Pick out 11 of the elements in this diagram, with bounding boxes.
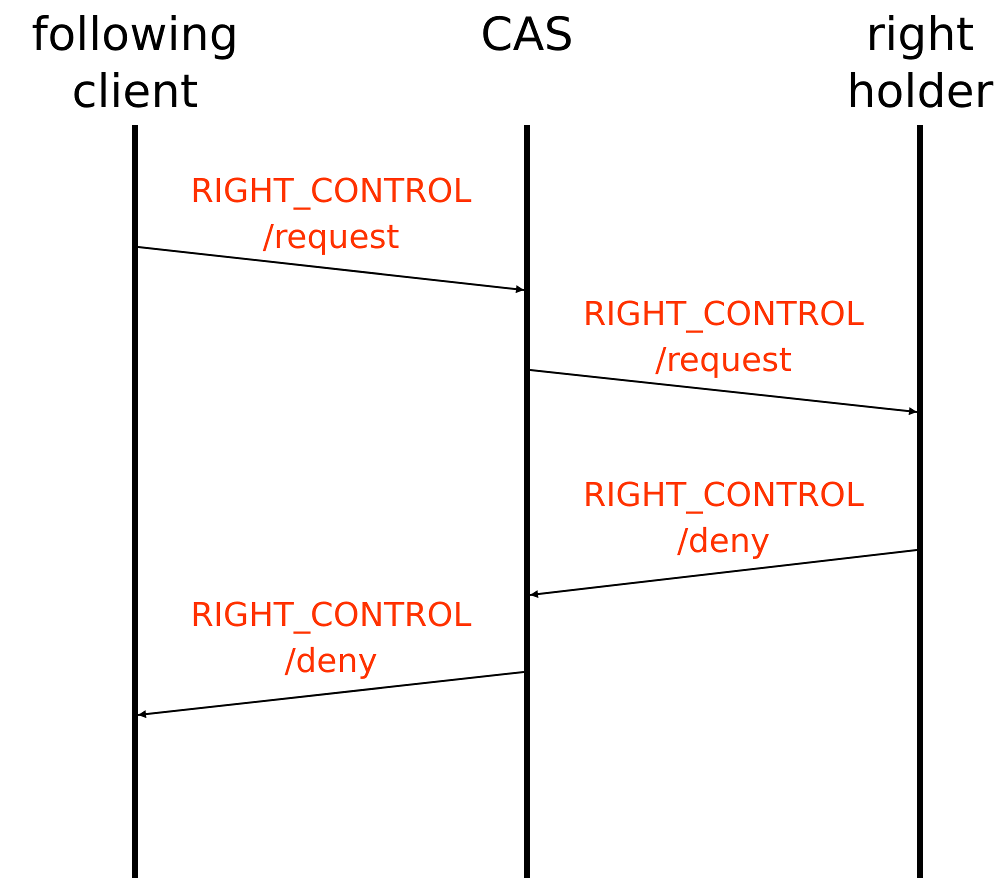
message-arrow: [530, 549, 918, 598]
participant-name: right holder: [846, 6, 994, 120]
message-arrow: [530, 369, 918, 416]
message-label: RIGHT_CONTROL /request: [190, 170, 472, 258]
message-label: RIGHT_CONTROL /request: [582, 293, 865, 381]
participant-name: CAS: [480, 6, 574, 63]
message-label: RIGHT_CONTROL /deny: [582, 474, 865, 562]
message-arrow: [138, 246, 524, 294]
message-label: RIGHT_CONTROL /deny: [190, 594, 472, 682]
message-arrow: [138, 671, 524, 718]
participant-name: following client: [30, 6, 240, 120]
